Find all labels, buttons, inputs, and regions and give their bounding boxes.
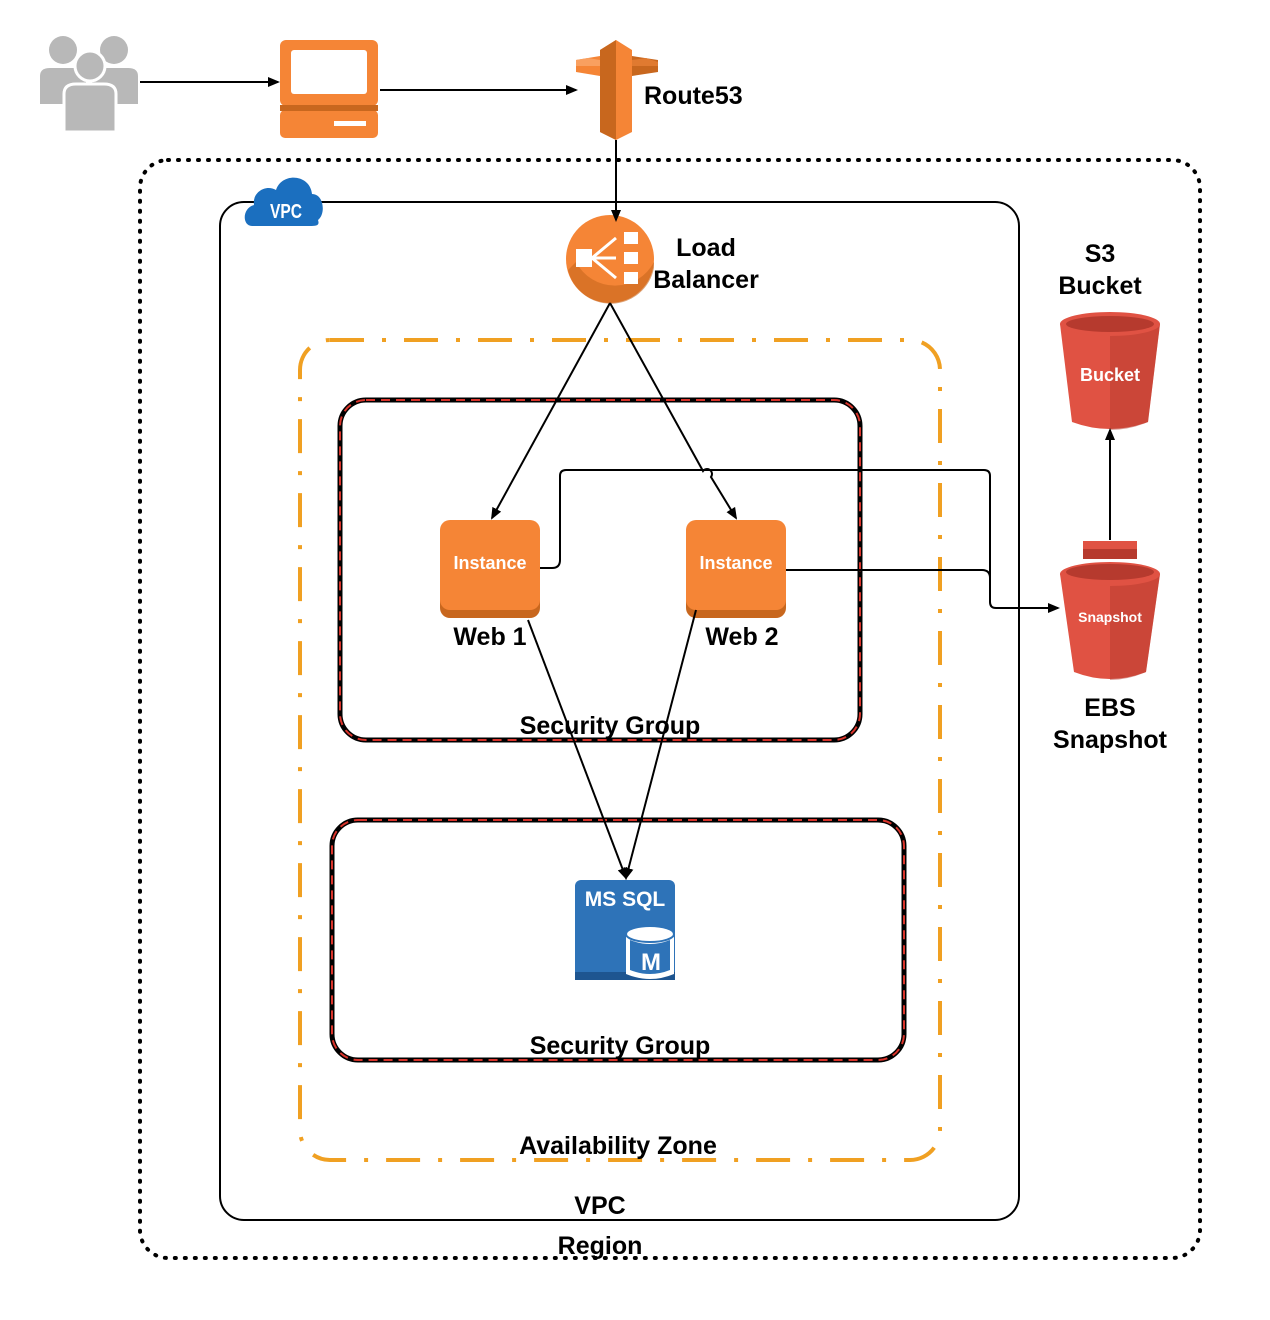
security-group-db: [329, 817, 907, 1063]
load-balancer-label-line2: Balancer: [653, 266, 759, 294]
load-balancer-label-line1: Load: [676, 234, 736, 262]
mssql-letter: M: [641, 949, 661, 976]
load-balancer-icon: [566, 215, 654, 304]
availability-zone-boundary: [298, 338, 942, 1162]
web2-label: Web 2: [705, 623, 778, 651]
availability-zone-label: Availability Zone: [519, 1132, 717, 1160]
users-icon: [40, 36, 138, 134]
instance-web1-text: Instance: [453, 553, 526, 573]
vpc-boundary: [219, 201, 1020, 1221]
web2-to-db-arrow: [623, 609, 697, 880]
web2-to-snapshot-arrow: [786, 569, 991, 600]
instance-web2-text: Instance: [699, 553, 772, 573]
region-label: Region: [558, 1232, 643, 1260]
bucket-icon-text: Bucket: [1080, 365, 1140, 385]
web1-label: Web 1: [453, 623, 526, 651]
ebs-snapshot-icon: Snapshot: [1060, 541, 1160, 680]
vpc-cloud-icon: VPC: [244, 177, 323, 226]
security-group-db-label: Security Group: [530, 1032, 711, 1060]
web1-to-db-arrow: [527, 619, 628, 880]
mssql-title: MS SQL: [585, 888, 666, 911]
lb-to-web1-arrow: [491, 302, 611, 520]
s3-label-line1: S3: [1085, 240, 1116, 268]
vpc-badge-text: VPC: [270, 200, 302, 222]
ec2-instance-web2-icon: Instance: [686, 520, 786, 618]
vpc-label: VPC: [574, 1192, 625, 1220]
security-group-web-label: Security Group: [520, 712, 701, 740]
ebs-label-line1: EBS: [1084, 694, 1135, 722]
s3-bucket-icon: Bucket: [1060, 312, 1160, 430]
route53-icon: [576, 40, 658, 140]
connectors: [140, 77, 1115, 880]
region-boundary: [138, 158, 1202, 1260]
computer-icon: [280, 40, 378, 138]
s3-label-line2: Bucket: [1058, 272, 1142, 300]
mssql-icon: MS SQL M: [575, 880, 675, 980]
ec2-instance-web1-icon: Instance: [440, 520, 540, 618]
ebs-label-line2: Snapshot: [1053, 726, 1168, 754]
web1-to-snapshot-arrow: [540, 469, 1060, 613]
route53-label: Route53: [644, 82, 743, 110]
lb-to-web2-arrow: [609, 302, 738, 520]
snapshot-icon-text: Snapshot: [1078, 609, 1142, 625]
